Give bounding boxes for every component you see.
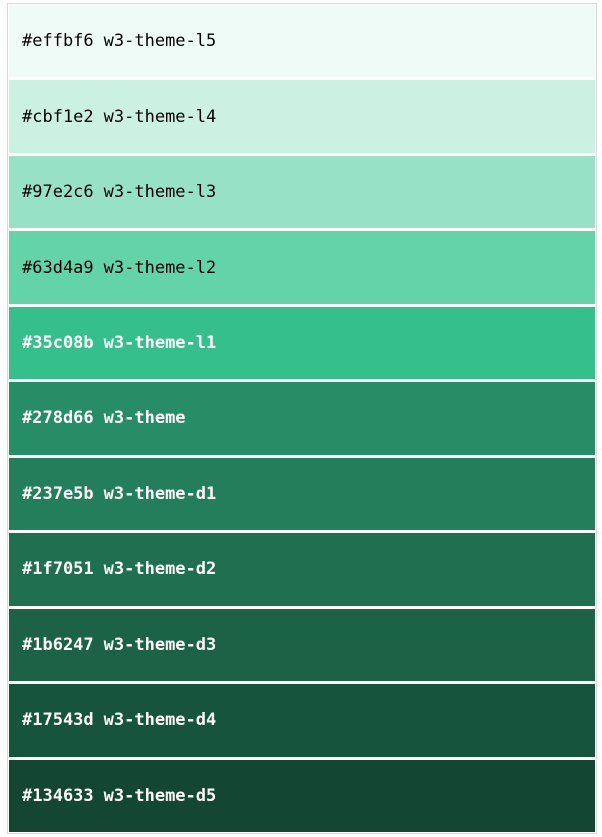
swatch-hex-label: #63d4a9 [22,257,94,278]
swatch-theme-d4: #17543d w3-theme-d4 [9,684,595,757]
swatch-theme-l3: #97e2c6 w3-theme-l3 [9,155,595,229]
swatch-class-label: w3-theme-d1 [103,483,217,504]
swatch-hex-label: #278d66 [22,408,94,429]
swatch-hex-label: #134633 [22,785,94,806]
swatch-class-label: w3-theme [103,408,186,429]
swatch-hex-label: #cbf1e2 [22,106,94,127]
swatch-class-label: w3-theme-l2 [103,257,217,278]
swatch-class-label: w3-theme-d5 [103,785,217,806]
swatch-theme-l2: #63d4a9 w3-theme-l2 [9,231,595,304]
swatch-class-label: w3-theme-l5 [103,31,217,52]
swatch-hex-label: #17543d [22,710,94,731]
swatch-hex-label: #1b6247 [22,634,94,655]
swatch-class-label: w3-theme-l1 [103,333,217,354]
swatch-hex-label: #1f7051 [22,559,94,580]
swatch-hex-label: #35c08b [22,333,94,354]
theme-swatch-list: #effbf6 w3-theme-l5 #cbf1e2 w3-theme-l4 #9… [9,5,595,832]
swatch-theme-l5: #effbf6 w3-theme-l5 [9,5,595,78]
swatch-theme-d3: #1b6247 w3-theme-d3 [9,608,595,682]
swatch-class-label: w3-theme-d3 [103,634,217,655]
swatch-theme-l4: #cbf1e2 w3-theme-l4 [9,80,595,153]
swatch-hex-label: #237e5b [22,483,94,504]
swatch-hex-label: #effbf6 [22,31,94,52]
theme-swatch-panel: #effbf6 w3-theme-l5 #cbf1e2 w3-theme-l4 #9… [7,3,597,834]
swatch-hex-label: #97e2c6 [22,182,94,203]
swatch-class-label: w3-theme-d2 [103,559,217,580]
swatch-class-label: w3-theme-l3 [103,182,217,203]
swatch-theme-d5: #134633 w3-theme-d5 [9,759,595,832]
swatch-theme-d2: #1f7051 w3-theme-d2 [9,533,595,606]
swatch-theme-d1: #237e5b w3-theme-d1 [9,457,595,531]
swatch-class-label: w3-theme-d4 [103,710,217,731]
swatch-class-label: w3-theme-l4 [103,106,217,127]
swatch-theme-l1: #35c08b w3-theme-l1 [9,306,595,380]
swatch-theme: #278d66 w3-theme [9,382,595,455]
